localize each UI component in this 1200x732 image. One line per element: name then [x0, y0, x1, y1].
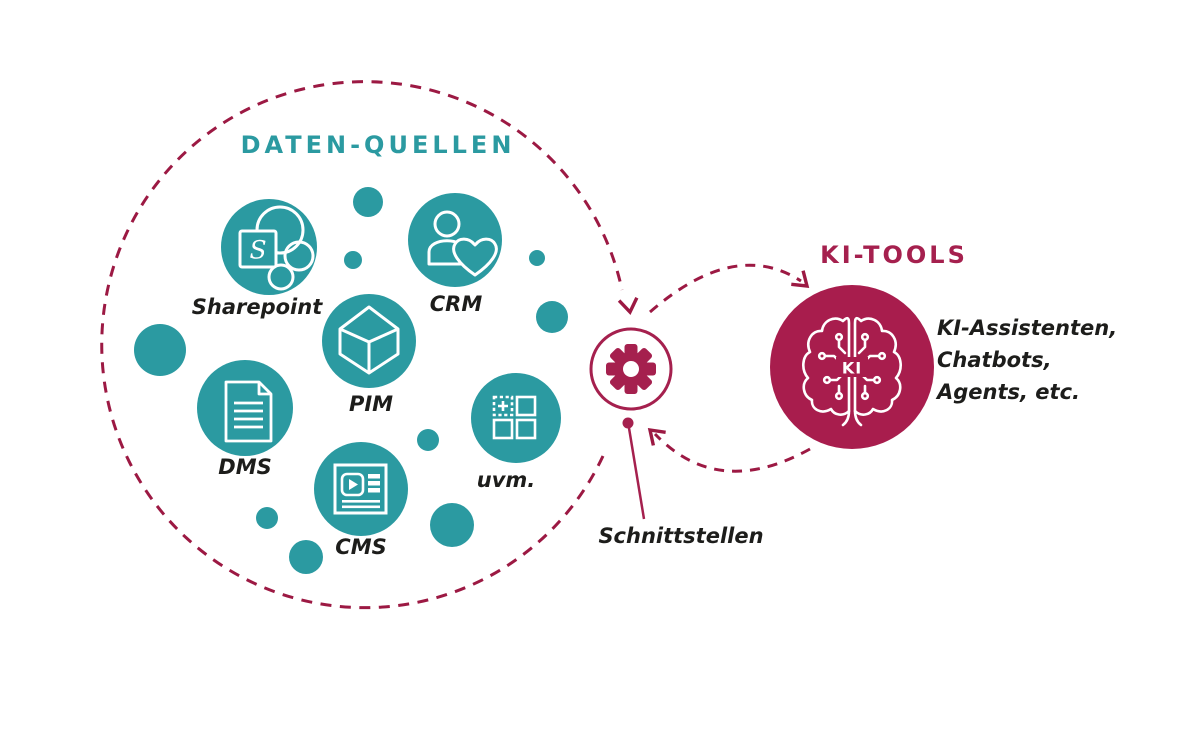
decor-dot: [134, 324, 186, 376]
arrow-kitools-to-schnittstellen: [653, 432, 811, 473]
label-cms: CMS: [335, 535, 387, 559]
cms-node: [314, 442, 408, 536]
decor-dot: [417, 429, 439, 451]
decor-dot: [353, 187, 383, 217]
ki-label: KI: [842, 359, 862, 378]
daten-quellen-dashed-circle: [100, 80, 624, 610]
arrowhead-to-schnittstellen-icon: [617, 297, 639, 315]
node-circle: [471, 373, 561, 463]
callout-line: [627, 427, 646, 520]
callout-dot: [622, 417, 634, 429]
sharepoint-s-glyph: S: [249, 236, 266, 265]
pim-node: [322, 294, 416, 388]
label-sharepoint: Sharepoint: [191, 295, 323, 319]
decor-dots: [134, 187, 568, 574]
daten-quellen-title: DATEN-QUELLEN: [240, 131, 516, 159]
node-circle: [314, 442, 408, 536]
label-schnittstellen: Schnittstellen: [598, 524, 764, 548]
uvm-grid-plus-icon: [492, 395, 537, 440]
node-circle: [197, 360, 293, 456]
arrowhead-to-kitools-icon: [791, 270, 810, 288]
description-line: Chatbots,: [937, 348, 1052, 372]
decor-dot: [256, 507, 278, 529]
arrow-schnittstellen-to-kitools: [649, 263, 802, 314]
pim-cube-icon: [338, 305, 400, 375]
label-pim: PIM: [348, 392, 394, 416]
schnittstellen-node: [589, 327, 673, 411]
sharepoint-icon: S: [238, 205, 315, 291]
arrowhead-to-schnittstellen-return-icon: [647, 427, 666, 446]
ki-tools-title: KI-TOOLS: [820, 241, 968, 269]
decor-dot: [536, 301, 568, 333]
brain-circuit-icon: KI: [802, 316, 902, 427]
decor-dot: [529, 250, 545, 266]
description-line: Agents, etc.: [937, 380, 1081, 404]
dms-node: [197, 360, 293, 456]
crm-node: [408, 193, 502, 287]
label-dms: DMS: [218, 455, 272, 479]
gear-hole: [623, 361, 639, 377]
cms-page-icon: [333, 463, 388, 515]
dms-document-icon: [224, 380, 273, 443]
description-line: KI-Assistenten,: [937, 316, 1118, 340]
decor-dot: [430, 503, 474, 547]
crm-person-heart-icon: [427, 210, 498, 277]
sharepoint-node: S: [221, 199, 317, 295]
kitools-node: KI: [770, 285, 934, 449]
uvm-node: [471, 373, 561, 463]
decor-dot: [289, 540, 323, 574]
kitools-description: KI-Assistenten, Chatbots, Agents, etc.: [937, 312, 1117, 408]
label-uvm: uvm.: [476, 468, 536, 492]
decor-dot: [344, 251, 362, 269]
label-crm: CRM: [429, 292, 483, 316]
